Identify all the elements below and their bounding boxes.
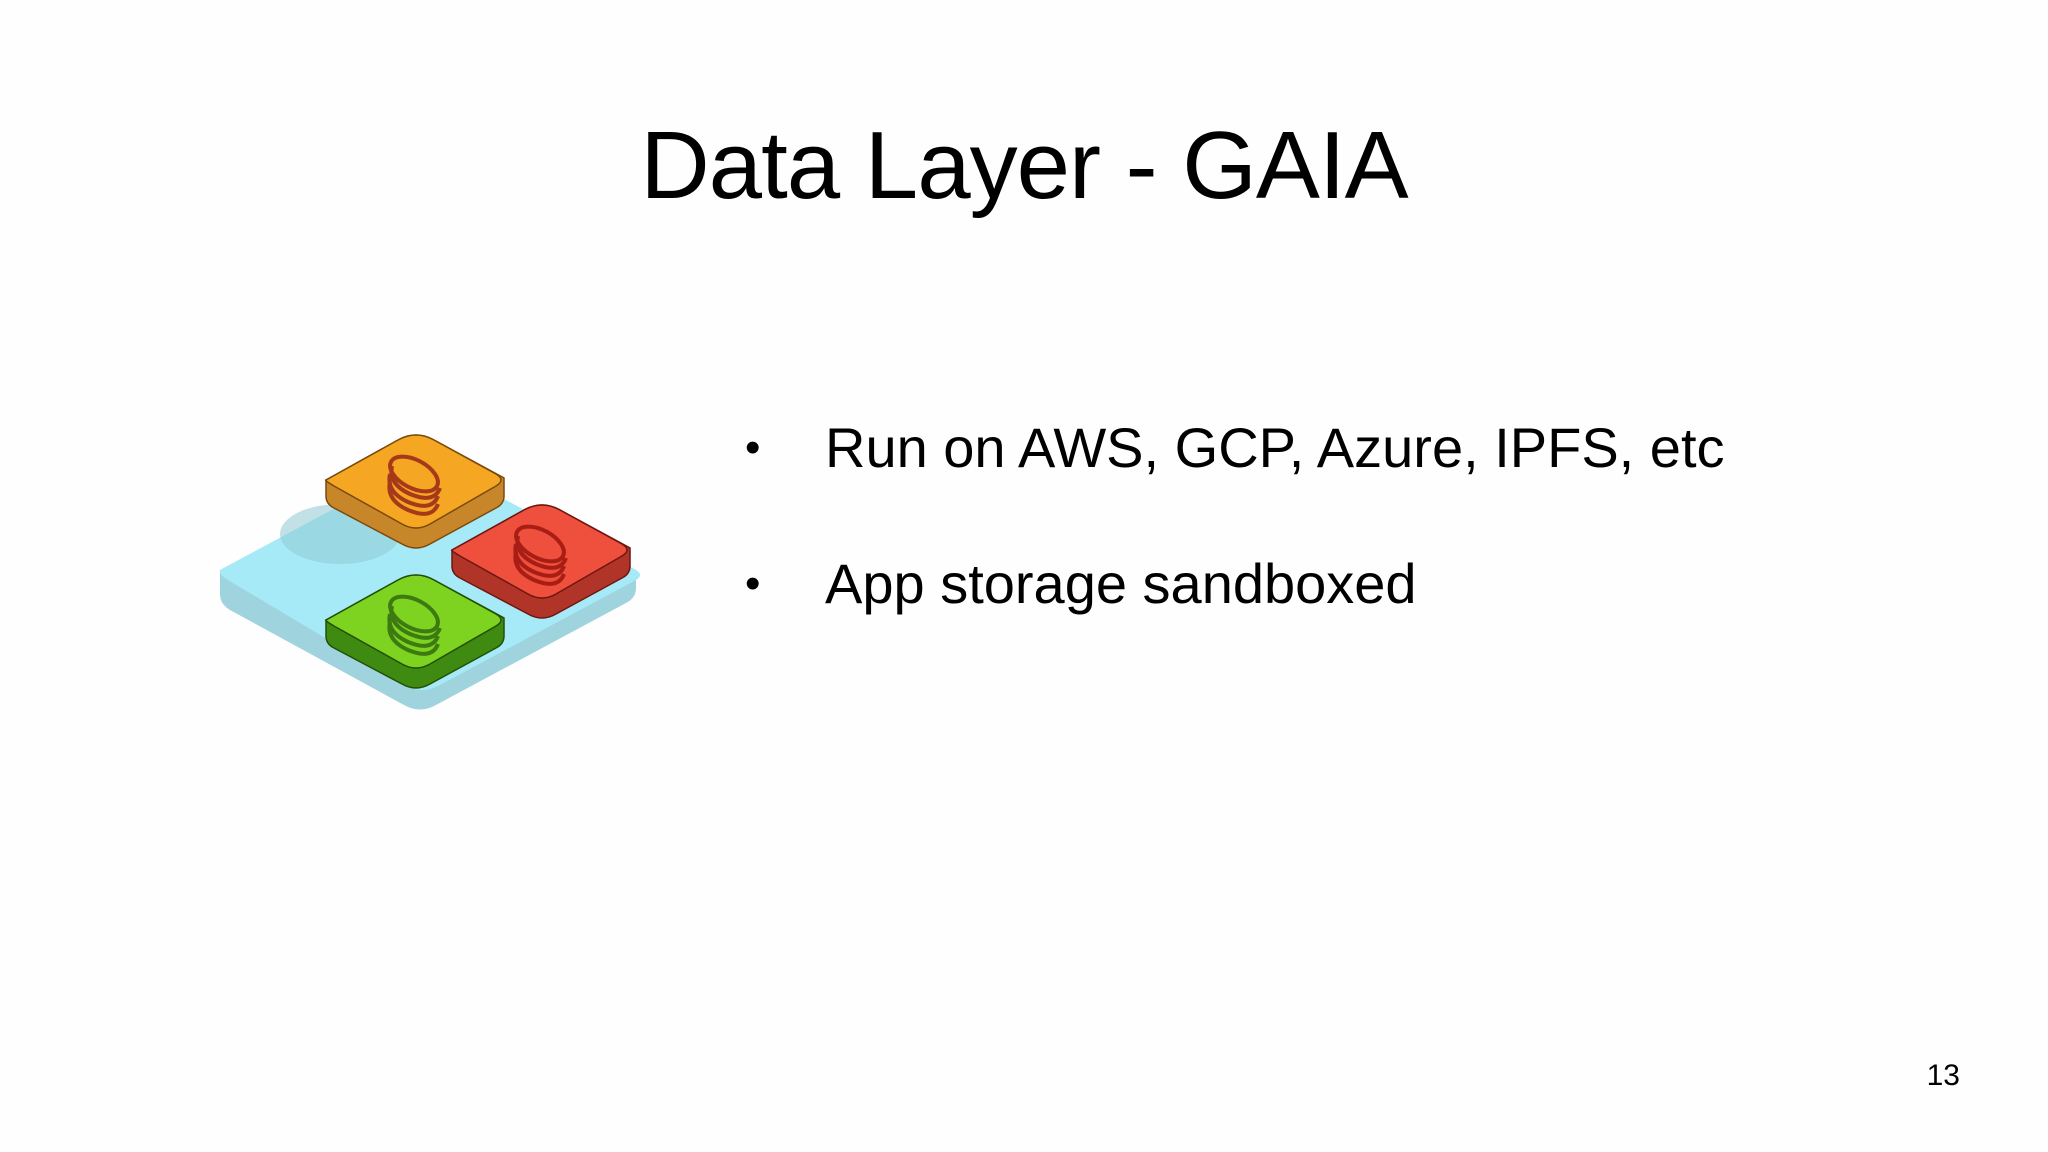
bullet-marker: • bbox=[745, 423, 761, 472]
orange-database-tile bbox=[324, 434, 505, 549]
bullet-item: • App storage sandboxed bbox=[745, 550, 1725, 618]
page-number: 13 bbox=[1926, 1059, 1960, 1092]
slide-title: Data Layer - GAIA bbox=[640, 112, 1408, 219]
bullet-list: • Run on AWS, GCP, Azure, IPFS, etc • Ap… bbox=[745, 414, 1725, 686]
bullet-text: App storage sandboxed bbox=[825, 552, 1417, 615]
storage-platform-icon bbox=[219, 434, 640, 710]
bullet-text: Run on AWS, GCP, Azure, IPFS, etc bbox=[825, 416, 1725, 479]
bullet-marker: • bbox=[745, 559, 761, 608]
green-database-tile bbox=[324, 574, 505, 689]
bullet-item: • Run on AWS, GCP, Azure, IPFS, etc bbox=[745, 414, 1725, 482]
red-database-tile bbox=[450, 504, 631, 619]
